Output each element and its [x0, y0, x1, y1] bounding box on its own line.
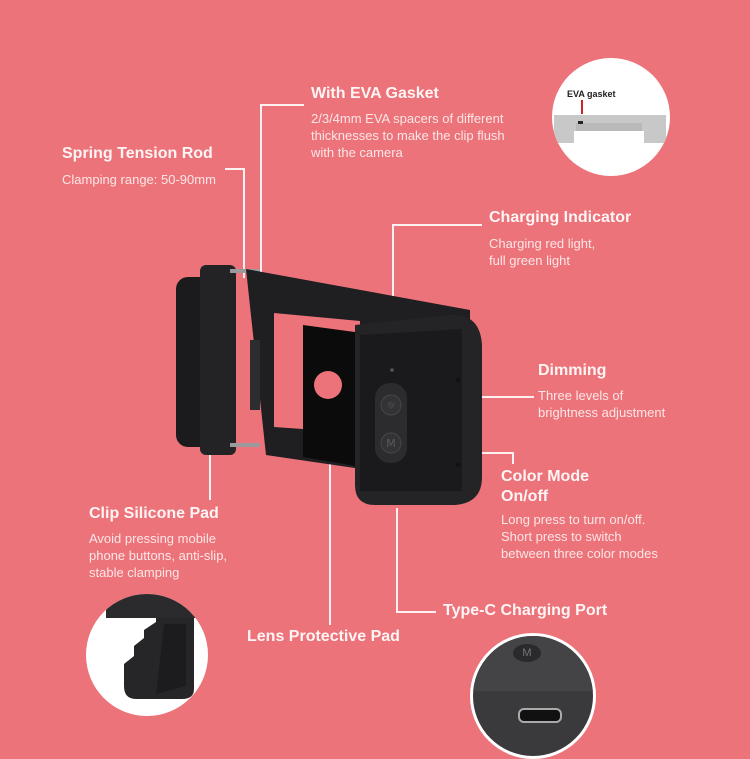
charging-indicator-desc-2: full green light	[489, 253, 570, 268]
type-c-title: Type-C Charging Port	[443, 602, 608, 619]
leader-eva-v	[260, 104, 262, 354]
type-c-port-inset: M	[470, 633, 596, 759]
silicone-pad-title: Clip Silicone Pad	[89, 505, 219, 522]
leader-colormode-v	[512, 452, 514, 464]
leader-spring-v	[243, 168, 245, 278]
silicone-pad-desc-3: stable clamping	[89, 565, 180, 580]
eva-gasket-inset-label: EVA gasket	[567, 89, 616, 99]
leader-typec-h	[396, 611, 436, 613]
leader-eva-h	[260, 104, 304, 106]
eva-gasket-desc-1: 2/3/4mm EVA spacers of different	[311, 111, 504, 126]
silicone-pad-desc-1: Avoid pressing mobile	[89, 531, 216, 546]
lens-pad-title: Lens Protective Pad	[247, 628, 400, 645]
color-mode-title-1: Color Mode	[501, 468, 589, 485]
eva-gasket-inset: EVA gasket	[552, 58, 670, 176]
charging-indicator-title: Charging Indicator	[489, 209, 632, 226]
leader-silicone-v	[209, 435, 211, 500]
spring-rod-title: Spring Tension Rod	[62, 145, 213, 162]
color-mode-desc-1: Long press to turn on/off.	[501, 512, 646, 527]
leader-typec-v	[396, 508, 398, 611]
color-mode-desc-3: between three color modes	[501, 546, 658, 561]
leader-spring-h	[225, 168, 244, 170]
spring-rod-desc: Clamping range: 50-90mm	[62, 172, 216, 187]
dimming-button-glyph: ☼	[386, 399, 396, 412]
light-clip-device: ☼ M	[176, 265, 482, 505]
color-mode-title-2: On/off	[501, 488, 549, 505]
dimming-title: Dimming	[538, 362, 607, 379]
mode-glyph-inset: M	[522, 647, 532, 659]
eva-gasket-title: With EVA Gasket	[311, 85, 439, 102]
charging-indicator-desc-1: Charging red light,	[489, 236, 596, 251]
mode-button-glyph: M	[386, 437, 396, 450]
dimming-desc-1: Three levels of	[538, 388, 624, 403]
leader-charging-h	[392, 224, 482, 226]
silicone-pad-desc-2: phone buttons, anti-slip,	[89, 548, 228, 563]
usb-c-port-icon	[518, 708, 562, 723]
mode-button-inset: M	[513, 644, 541, 662]
leader-lens-v	[329, 428, 331, 625]
eva-gasket-desc-2: thicknesses to make the clip flush	[311, 128, 505, 143]
color-mode-desc-2: Short press to switch	[501, 529, 622, 544]
eva-gasket-desc-3: with the camera	[311, 145, 403, 160]
silicone-pad-inset	[86, 594, 208, 716]
dimming-desc-2: brightness adjustment	[538, 405, 666, 420]
